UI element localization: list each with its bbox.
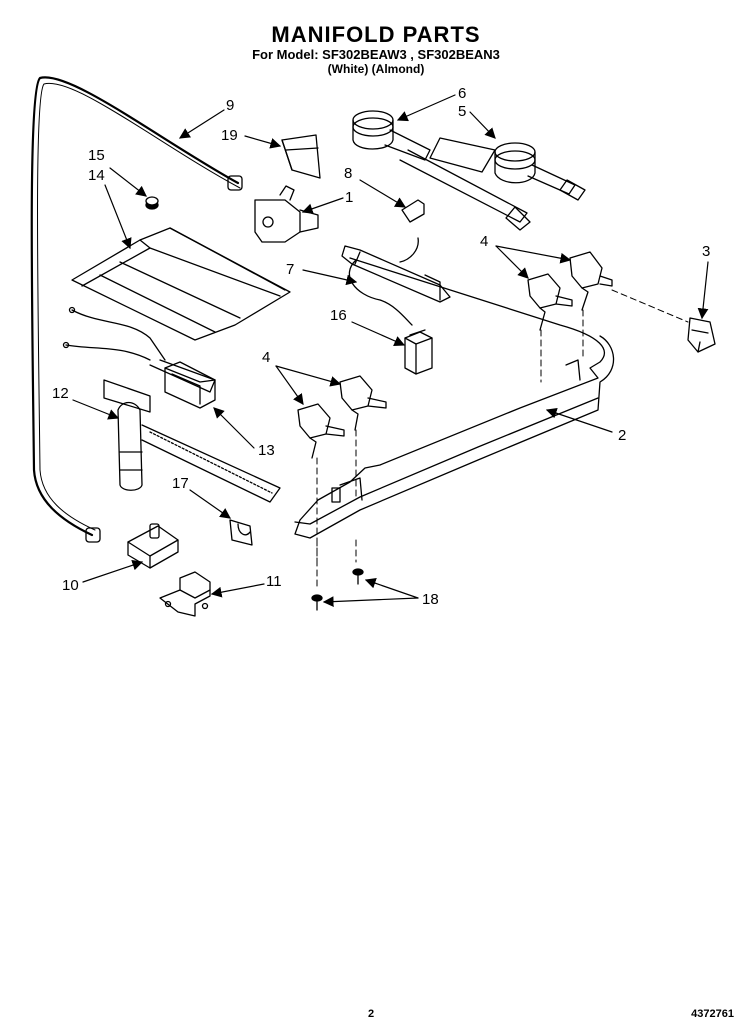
callout-14: 14 — [88, 167, 105, 184]
callout-4-upper: 4 — [480, 233, 488, 250]
callout-8: 8 — [344, 165, 352, 182]
callout-13: 13 — [258, 442, 275, 459]
burner-valve-part-4-lower — [297, 375, 387, 459]
callout-arrows — [72, 94, 709, 607]
page-title: MANIFOLD PARTS — [271, 22, 481, 47]
grommet-part-10 — [127, 523, 179, 569]
wire-harness — [62, 306, 216, 393]
callout-3: 3 — [702, 243, 710, 260]
model-line: For Model: SF302BEAW3 , SF302BEAN3 — [252, 47, 500, 62]
callout-11: 11 — [266, 573, 282, 590]
callout-9: 9 — [226, 97, 234, 114]
shield-part-14 — [71, 227, 291, 341]
callout-4-lower: 4 — [262, 349, 270, 366]
callout-15: 15 — [88, 147, 105, 164]
callout-7: 7 — [286, 261, 294, 278]
callout-10: 10 — [62, 577, 79, 594]
valve-bracket-part-3 — [687, 317, 716, 353]
callout-16: 16 — [330, 307, 347, 324]
manifold-part-2 — [294, 257, 615, 539]
ignitor-part-16 — [404, 329, 433, 375]
nut-part-15 — [145, 196, 159, 210]
spark-module-part-13 — [164, 361, 216, 409]
callout-18: 18 — [422, 591, 439, 608]
clip-part-17 — [229, 519, 253, 546]
color-variant-line: (White) (Almond) — [327, 62, 425, 76]
page-number: 2 — [368, 1008, 375, 1020]
document-number: 4372761 — [691, 1008, 734, 1020]
valve-part-1 — [254, 185, 319, 243]
burner-tube-part-12 — [103, 379, 281, 503]
bracket-part-11 — [159, 571, 211, 617]
callout-12: 12 — [52, 385, 69, 402]
screws-part-18 — [311, 568, 364, 611]
burner-valve-part-4-upper — [527, 251, 613, 331]
callout-19: 19 — [221, 127, 238, 144]
label-part-19 — [281, 134, 321, 179]
callout-6: 6 — [458, 85, 466, 102]
callout-5: 5 — [458, 103, 466, 120]
callout-17: 17 — [172, 475, 189, 492]
callout-labels: 9 19 6 5 15 14 8 1 4 3 7 16 4 12 13 2 17… — [52, 85, 710, 608]
clip-part-8 — [401, 199, 425, 223]
gas-tube-part-9 — [30, 76, 243, 543]
callout-2: 2 — [618, 427, 626, 444]
callout-1: 1 — [345, 189, 353, 206]
lead-wire — [399, 237, 419, 263]
alignment-lines — [316, 289, 689, 591]
burner-part-6 — [352, 110, 531, 231]
burner-part-5 — [429, 137, 586, 201]
electrode-tube-part-7 — [341, 245, 451, 326]
